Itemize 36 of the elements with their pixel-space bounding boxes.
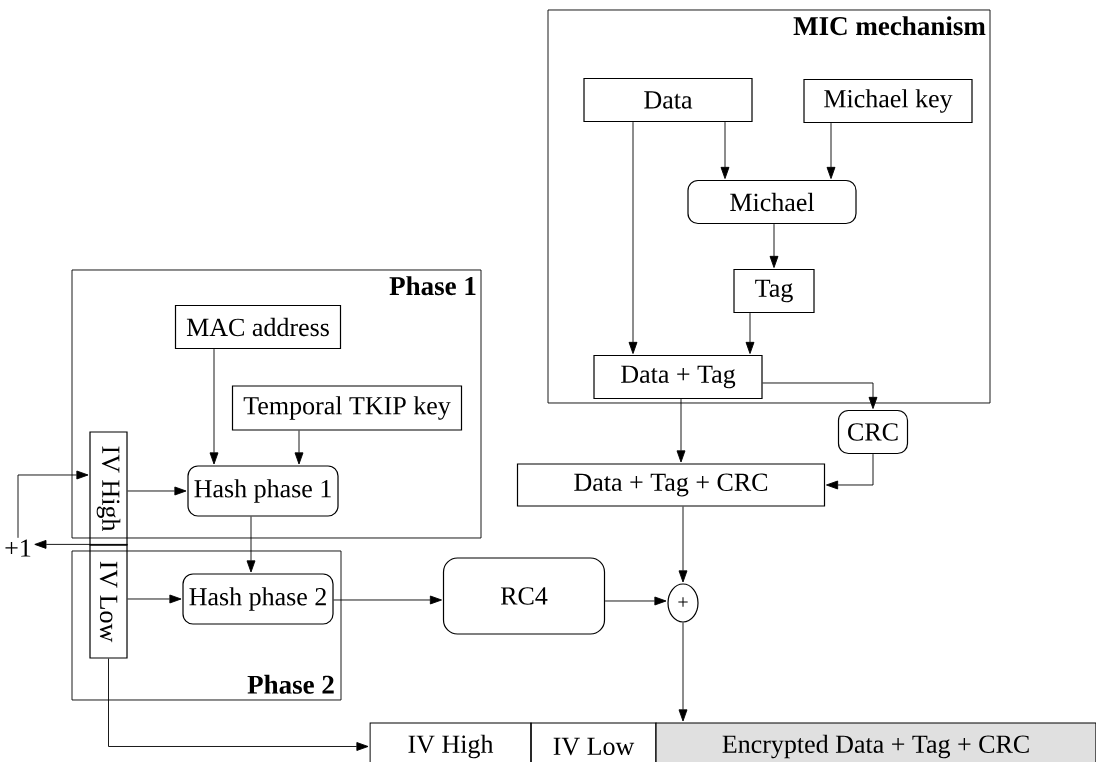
arrow: [333, 595, 442, 605]
arrow: [604, 596, 667, 606]
data-box: Tag: [733, 268, 815, 314]
data-box: Data + Tag: [593, 354, 763, 400]
packet-field: Encrypted Data + Tag + CRC: [655, 722, 1096, 762]
arrow: [769, 223, 779, 268]
data-box: Michael key: [803, 78, 973, 124]
increment-label: +1: [5, 539, 31, 557]
process-box: Hash phase 1: [187, 465, 339, 517]
process-box: CRC: [837, 409, 909, 455]
cipher-box: RC4: [442, 557, 606, 635]
arrow: [678, 622, 688, 722]
process-box: Hash phase 2: [182, 573, 334, 625]
arrow: [17, 470, 89, 539]
arrow: [826, 453, 874, 490]
arrow: [127, 594, 182, 604]
arrow: [720, 121, 730, 179]
data-box: Data + Tag + CRC: [516, 463, 826, 507]
arrow: [246, 516, 256, 573]
data-box: Data: [583, 77, 753, 123]
arrow: [108, 658, 369, 751]
process-box: Michael: [687, 179, 857, 225]
arrow: [34, 539, 129, 549]
arrow: [209, 348, 219, 465]
arrow: [628, 121, 638, 354]
arrow: [294, 430, 304, 465]
arrow: [745, 312, 755, 354]
arrow: [678, 506, 688, 583]
arrow: [127, 486, 187, 496]
data-box: MAC address: [174, 304, 342, 350]
arrow: [676, 398, 686, 463]
packet-field: IV Low: [530, 722, 657, 762]
data-box: Temporal TKIP key: [231, 385, 463, 431]
arrow: [826, 122, 836, 179]
packet-field: IV High: [369, 722, 532, 762]
arrow: [762, 382, 878, 409]
